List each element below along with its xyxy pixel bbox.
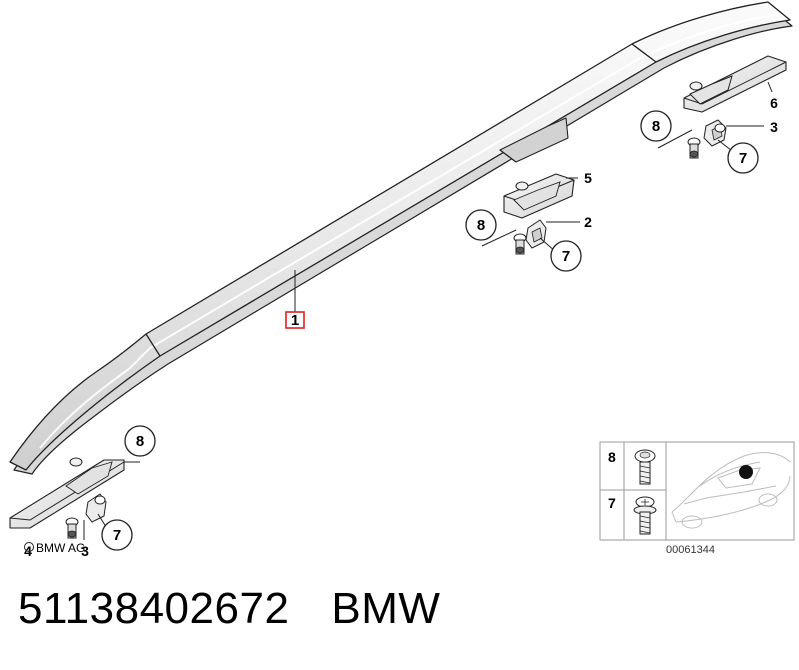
bolt-middle bbox=[513, 233, 527, 255]
callout-8-top-label: 8 bbox=[652, 118, 660, 135]
callout-5: 5 bbox=[584, 170, 592, 186]
callout-8-middle: 8 bbox=[465, 209, 497, 241]
bracket-2-middle bbox=[525, 219, 547, 249]
callout-2-label: 2 bbox=[584, 214, 592, 230]
car-sketch-icon bbox=[671, 452, 791, 529]
roof-rail bbox=[9, 1, 793, 475]
callout-1-label: 1 bbox=[291, 312, 299, 329]
callout-6-label: 6 bbox=[770, 95, 778, 111]
bracket-3-top bbox=[703, 119, 727, 147]
location-marker-icon bbox=[739, 465, 753, 479]
part-number: 51138402672 bbox=[18, 584, 290, 633]
callout-7-middle-label: 7 bbox=[562, 248, 570, 265]
bolt-8-icon bbox=[634, 449, 656, 485]
maker-stamp-text: BMW AG bbox=[36, 541, 85, 555]
bracket-3-bottom bbox=[85, 493, 107, 523]
callout-7-top: 7 bbox=[727, 142, 759, 174]
callout-1: 1 bbox=[285, 311, 305, 329]
callout-6: 6 bbox=[770, 95, 778, 111]
bolt-7-icon bbox=[633, 496, 657, 535]
callout-5-label: 5 bbox=[584, 170, 592, 186]
callout-7-middle: 7 bbox=[550, 240, 582, 272]
inset-row-7-label: 7 bbox=[608, 495, 616, 511]
callout-8-bottom: 8 bbox=[124, 425, 156, 457]
callout-7-bottom-label: 7 bbox=[113, 527, 121, 544]
inset-image-code: 00061344 bbox=[666, 544, 715, 556]
parts-diagram: 1 6 3 8 7 5 2 8 7 8 7 4 3 BM bbox=[9, 1, 795, 559]
callout-7-top-label: 7 bbox=[739, 150, 747, 167]
rail-cover-pad-top-right bbox=[683, 55, 787, 113]
brand-name: BMW bbox=[331, 584, 441, 633]
inset-panel: 8 7 00061344 bbox=[599, 441, 795, 556]
callout-2: 2 bbox=[584, 214, 592, 230]
bolt-bottom-left bbox=[65, 517, 79, 539]
callout-8-middle-label: 8 bbox=[477, 217, 485, 234]
callout-7-bottom: 7 bbox=[101, 519, 133, 551]
maker-stamp: BMW AG bbox=[24, 541, 85, 555]
rail-cover-pad-bottom-left bbox=[9, 457, 140, 529]
callout-3-top: 3 bbox=[770, 119, 778, 135]
callout-8-bottom-label: 8 bbox=[136, 433, 144, 450]
bolt-top-right bbox=[687, 137, 701, 159]
callout-8-top: 8 bbox=[640, 110, 672, 142]
callout-3-top-label: 3 bbox=[770, 119, 778, 135]
callout-3-bottom-label: 3 bbox=[81, 543, 89, 559]
callout-3-bottom: 3 bbox=[81, 543, 89, 559]
inset-row-8-label: 8 bbox=[608, 449, 616, 465]
part-footer: 51138402672 BMW bbox=[18, 584, 440, 634]
rail-cover-pad-middle bbox=[503, 173, 578, 219]
